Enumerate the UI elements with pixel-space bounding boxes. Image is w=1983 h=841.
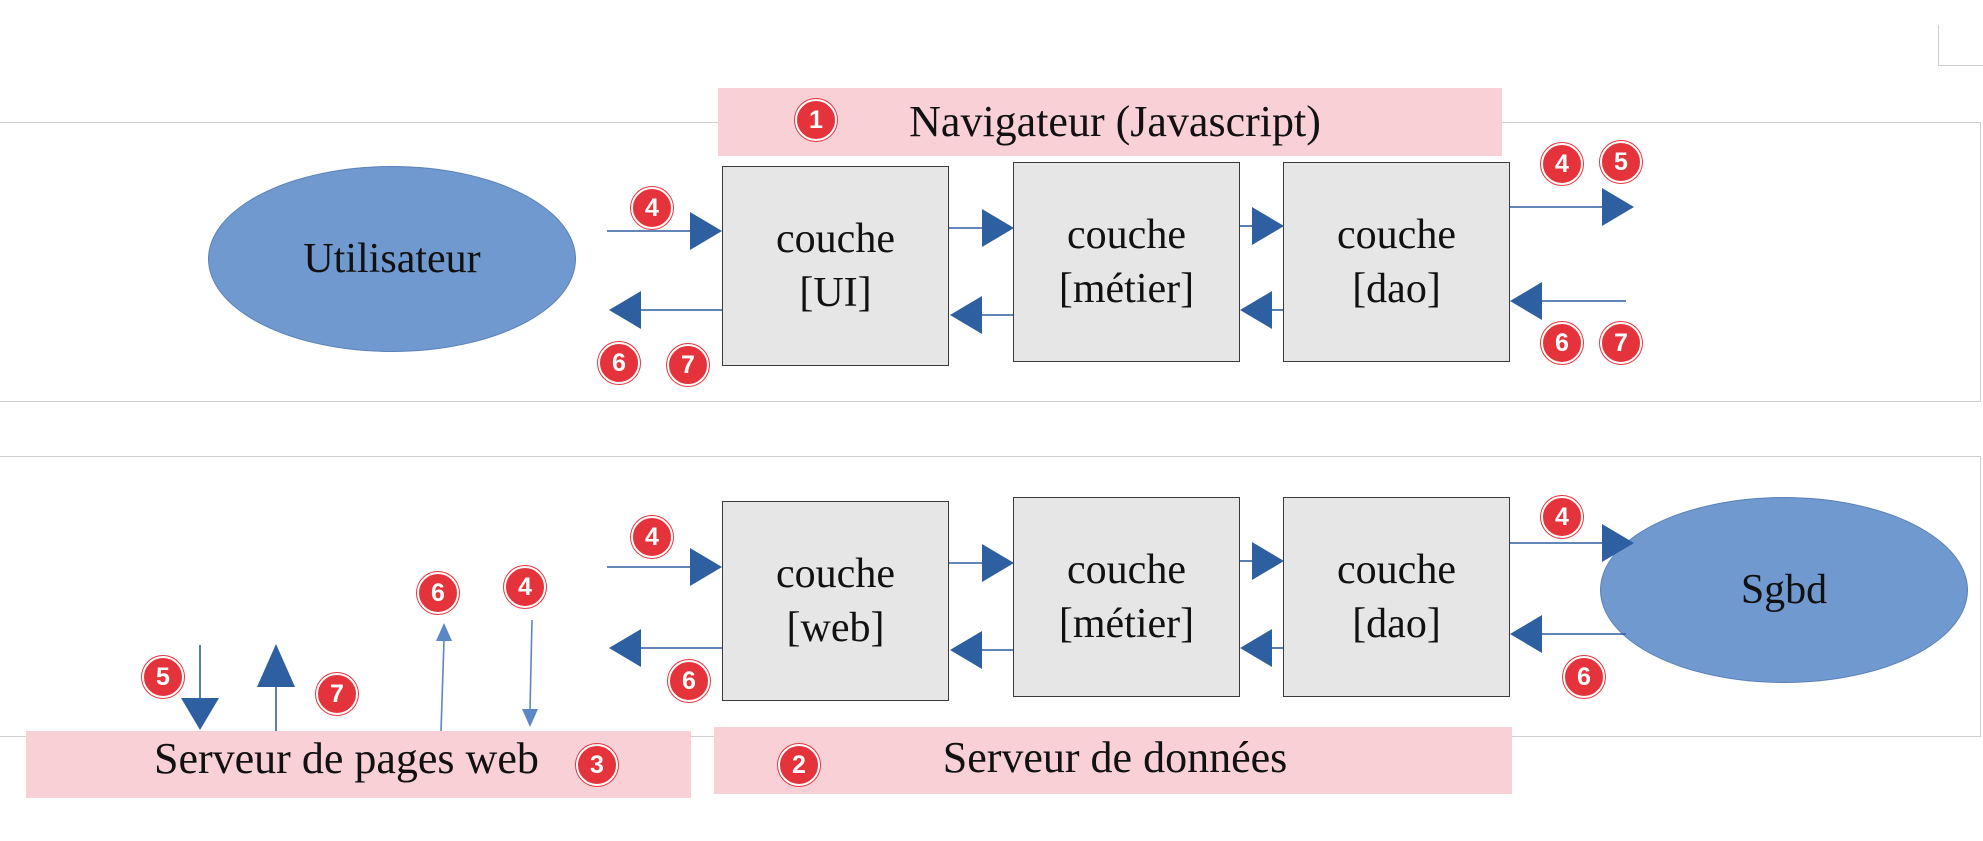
badge-data-server: 2 — [778, 744, 820, 786]
top-dao-layer-box: couche [dao] — [1283, 162, 1510, 362]
web-layer-line2: [web] — [786, 605, 885, 651]
top-business-layer-line2: [métier] — [1058, 266, 1195, 312]
web-server-banner-label: Serveur de pages web — [154, 734, 539, 783]
badge-bottom-left-out: 6 — [668, 660, 710, 702]
badge-top-left-out-a: 6 — [598, 342, 640, 384]
top-dao-layer-line1: couche — [1337, 212, 1456, 258]
bottom-dao-layer-line1: couche — [1337, 547, 1456, 593]
data-server-banner: Serveur de données — [714, 727, 1512, 794]
badge-web-server-up-thin: 6 — [417, 572, 459, 614]
web-layer-line1: couche — [776, 551, 895, 597]
badge-bottom-right-in: 6 — [1563, 656, 1605, 698]
ui-layer-line1: couche — [776, 216, 895, 262]
badge-web-server: 3 — [576, 744, 618, 786]
badge-bottom-right-out: 4 — [1541, 496, 1583, 538]
data-server-banner-label: Serveur de données — [942, 733, 1288, 782]
top-dao-layer-line2: [dao] — [1352, 266, 1441, 312]
badge-top-right-out-a: 4 — [1541, 143, 1583, 185]
bottom-dao-layer-box: couche [dao] — [1283, 497, 1510, 697]
badge-top-right-out-b: 5 — [1600, 141, 1642, 183]
ui-layer-line2: [UI] — [799, 270, 872, 316]
top-business-layer-line1: couche — [1067, 212, 1186, 258]
dbms-node-label: Sgbd — [1740, 567, 1828, 613]
dbms-node: Sgbd — [1600, 497, 1968, 683]
badge-top-left-in: 4 — [631, 187, 673, 229]
bottom-dao-layer-line2: [dao] — [1352, 601, 1441, 647]
top-business-layer-box: couche [métier] — [1013, 162, 1240, 362]
badge-web-server-down-thin: 4 — [504, 566, 546, 608]
navigator-banner-label: Navigateur (Javascript) — [909, 97, 1321, 146]
web-layer-box: couche [web] — [722, 501, 949, 701]
badge-top-right-in-a: 6 — [1541, 322, 1583, 364]
badge-web-server-down: 5 — [142, 656, 184, 698]
bottom-business-layer-box: couche [métier] — [1013, 497, 1240, 697]
user-node: Utilisateur — [208, 166, 576, 352]
navigator-banner: Navigateur (Javascript) — [718, 88, 1502, 156]
user-node-label: Utilisateur — [303, 236, 481, 282]
badge-top-left-out-b: 7 — [667, 344, 709, 386]
badge-web-server-up: 7 — [316, 673, 358, 715]
ui-layer-box: couche [UI] — [722, 166, 949, 366]
page-corner-mark — [1938, 25, 1983, 66]
badge-navigator: 1 — [795, 99, 837, 141]
bottom-business-layer-line1: couche — [1067, 547, 1186, 593]
badge-bottom-left-in: 4 — [631, 516, 673, 558]
web-server-banner: Serveur de pages web — [26, 731, 691, 798]
badge-top-right-in-b: 7 — [1600, 322, 1642, 364]
bottom-business-layer-line2: [métier] — [1058, 601, 1195, 647]
